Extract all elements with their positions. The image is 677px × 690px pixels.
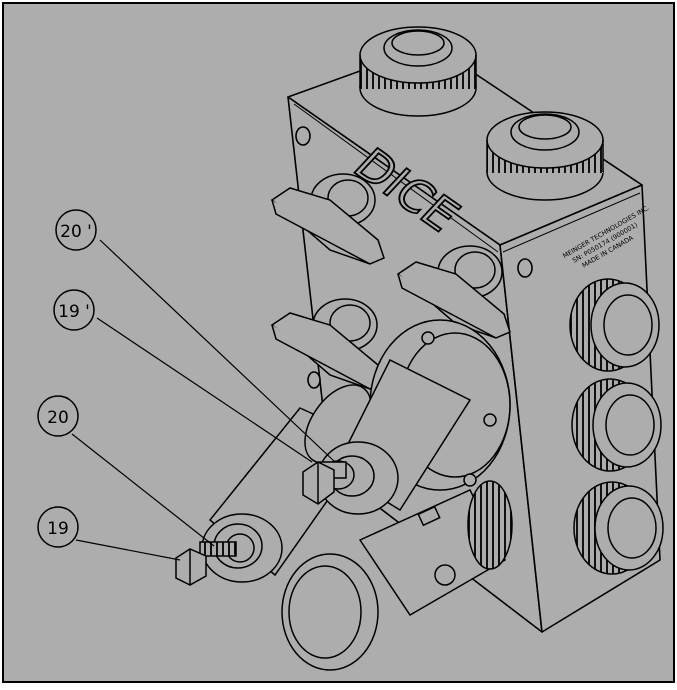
top-knob bbox=[359, 26, 477, 117]
mount-hole bbox=[517, 258, 533, 278]
top-knob bbox=[486, 111, 604, 201]
callout-label: 20 bbox=[47, 408, 69, 428]
callout-20-prime: 20 ' bbox=[55, 209, 97, 251]
toggle-lever bbox=[396, 245, 511, 339]
callout-label: 19 bbox=[47, 519, 69, 539]
side-knob bbox=[571, 378, 662, 472]
callout-leaders bbox=[71, 239, 336, 561]
mount-hole bbox=[307, 371, 321, 389]
toggle-lever bbox=[270, 173, 385, 265]
side-knob bbox=[573, 481, 664, 575]
mount-hole bbox=[295, 126, 311, 146]
callout-label: 20 ' bbox=[60, 222, 92, 242]
bolt-19 bbox=[175, 533, 255, 586]
bolt-19-prime bbox=[302, 460, 355, 505]
side-knob bbox=[569, 278, 660, 372]
callout-label: 19 ' bbox=[58, 302, 90, 322]
front-cap bbox=[281, 480, 513, 671]
callout-19-prime: 19 ' bbox=[53, 289, 95, 331]
toggle-lever bbox=[270, 298, 385, 390]
callout-20: 20 bbox=[37, 395, 79, 437]
callout-19: 19 bbox=[37, 506, 79, 548]
